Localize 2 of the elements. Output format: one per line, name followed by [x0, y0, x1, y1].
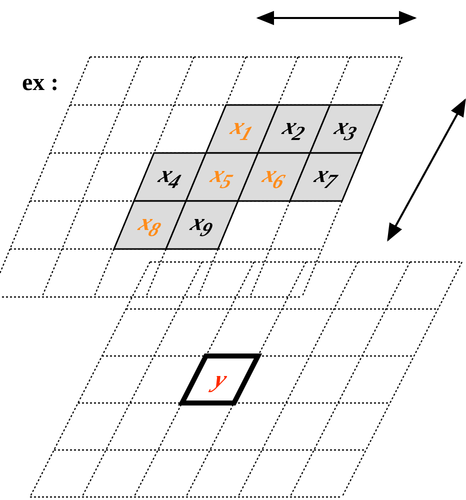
variable-label: y [210, 368, 230, 392]
example-label: ex : [22, 70, 59, 97]
